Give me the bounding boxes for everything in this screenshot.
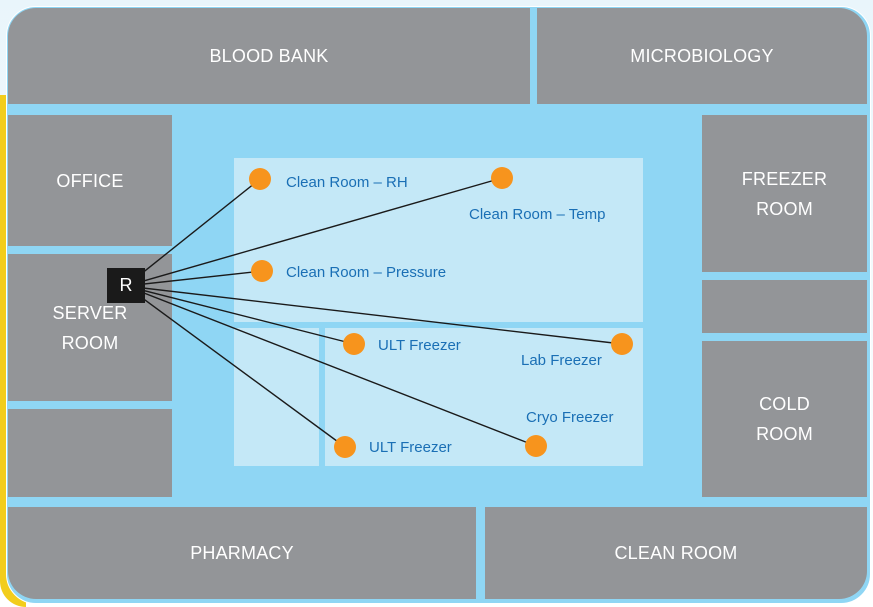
room-blood-bank: BLOOD BANK	[8, 8, 530, 104]
label-cryo-freezer: Cryo Freezer	[526, 409, 614, 426]
sensor-ult-freezer-1	[343, 333, 365, 355]
room-freezer: FREEZER ROOM	[702, 115, 867, 272]
link-cryo-freezer	[125, 285, 537, 447]
link-clean-room-temp	[125, 177, 503, 287]
sensor-lab-freezer	[611, 333, 633, 355]
room-server: SERVER ROOM	[8, 254, 172, 401]
label-ult-freezer-1: ULT Freezer	[378, 337, 461, 354]
link-ult-freezer-2	[125, 285, 346, 448]
room-microbiology: MICROBIOLOGY	[537, 8, 867, 104]
router-node: R	[107, 268, 145, 303]
label-clean-room-temp: Clean Room – Temp	[469, 206, 606, 223]
sensor-clean-room-rh	[249, 168, 271, 190]
link-ult-freezer-1	[125, 285, 355, 345]
link-clean-room-rh	[125, 178, 261, 287]
sensor-clean-room-pressure	[251, 260, 273, 282]
link-clean-room-pressure	[125, 270, 263, 287]
room-office: OFFICE	[8, 115, 172, 246]
room-cold: COLD ROOM	[702, 341, 867, 497]
room-pharmacy: PHARMACY	[8, 507, 476, 599]
link-lab-freezer	[125, 285, 623, 345]
label-clean-room-pressure: Clean Room – Pressure	[286, 264, 447, 281]
sensor-cryo-freezer	[525, 435, 547, 457]
room-clean-room: CLEAN ROOM	[485, 507, 867, 599]
label-clean-room-rh: Clean Room – RH	[286, 174, 408, 191]
sensor-clean-room-temp	[491, 167, 513, 189]
label-ult-freezer-2: ULT Freezer	[369, 439, 452, 456]
sensor-ult-freezer-2	[334, 436, 356, 458]
room-unlabeled-east	[702, 280, 867, 333]
lab-zone-main	[325, 328, 643, 466]
room-unlabeled-west	[8, 409, 172, 497]
clean-room-zone	[234, 158, 643, 322]
label-lab-freezer: Lab Freezer	[521, 352, 602, 369]
